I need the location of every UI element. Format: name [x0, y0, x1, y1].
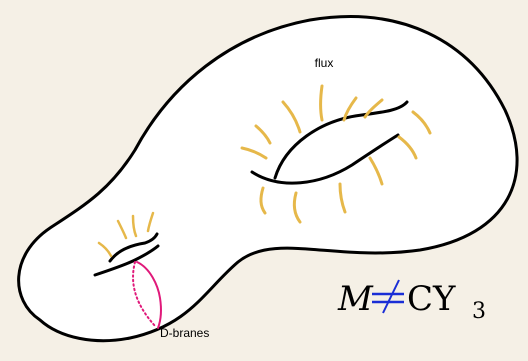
- equation-lhs: M: [337, 279, 374, 319]
- flux-label: flux: [315, 56, 334, 70]
- flux-line-6: [321, 86, 323, 120]
- equation-rhs: CY: [407, 279, 456, 319]
- equation: M CY 3: [337, 279, 486, 324]
- d-branes-label: D-branes: [160, 326, 209, 340]
- not-equal-slash: [383, 280, 399, 313]
- equation-subscript: 3: [472, 299, 486, 324]
